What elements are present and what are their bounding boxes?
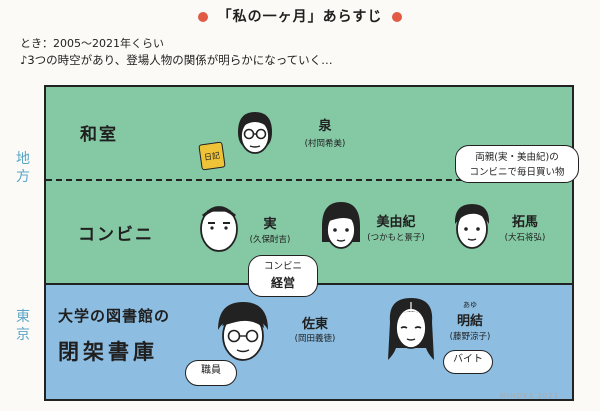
red-dot-icon <box>392 12 403 22</box>
character-takuma-name: 拓馬 <box>511 215 538 230</box>
character-sato-name: 佐東 <box>301 317 328 332</box>
character-sato-actor: (岡田義徳) <box>294 334 336 344</box>
parents-shopping-bubble: 両親(実・美由紀)の コンビニで毎日買い物 <box>455 145 579 183</box>
time-note: とき：2005〜2021年くらい <box>20 37 164 50</box>
place-washitsu: 和室 <box>80 125 118 145</box>
region-label-tokyo: 東京 <box>16 309 30 343</box>
konbini-bubble-line2: 経営 <box>270 276 295 290</box>
konbini-management-bubble: コンビニ 経営 <box>248 255 318 297</box>
diagram-title: 「私の一ヶ月」あらすじ <box>0 6 600 26</box>
parents-bubble-line2: コンビニで毎日買い物 <box>469 167 565 178</box>
takuma-face-icon <box>454 204 490 249</box>
izumi-face-icon <box>238 112 272 154</box>
parents-bubble-line1: 両親(実・美由紀)の <box>475 152 559 163</box>
artist-signature: MIHOKA 2021 <box>500 392 560 400</box>
diary-book-icon: 日記 <box>198 141 226 171</box>
character-takuma-actor: (大石将弘) <box>504 233 546 243</box>
ayu-face-icon <box>388 298 434 360</box>
character-miyuki-actor: (つかもと景子) <box>367 233 425 243</box>
structure-note: ♪3つの時空があり、登場人物の関係が明らかになっていく… <box>20 53 333 67</box>
character-izumi-actor: (村岡希美) <box>304 139 346 149</box>
miyuki-face-icon <box>322 202 360 249</box>
character-ayu-actor: (藤野涼子) <box>449 332 491 342</box>
character-minoru-name: 実 <box>263 217 277 232</box>
character-izumi-name: 泉 <box>318 119 332 134</box>
red-dot-icon <box>197 12 208 22</box>
konbini-bubble-line1: コンビニ <box>263 261 302 272</box>
character-ayu-name: 明結 <box>456 314 483 329</box>
place-library-line2: 閉架書庫 <box>58 340 158 364</box>
character-minoru-actor: (久保酎吉) <box>249 235 291 245</box>
character-ayu-ruby: あゆ <box>463 301 477 309</box>
sato-face-icon <box>218 302 268 361</box>
place-library-line1: 大学の図書館の <box>58 307 171 325</box>
character-miyuki-name: 美由紀 <box>376 215 416 230</box>
rural-panel <box>44 85 574 285</box>
minoru-face-icon <box>200 206 238 252</box>
part-time-bubble: バイト <box>443 350 493 374</box>
region-label-rural: 地方 <box>16 151 30 185</box>
place-konbini: コンビニ <box>78 225 154 245</box>
tokyo-panel <box>44 283 574 401</box>
staff-bubble: 職員 <box>185 360 237 386</box>
dashed-divider <box>46 179 572 181</box>
